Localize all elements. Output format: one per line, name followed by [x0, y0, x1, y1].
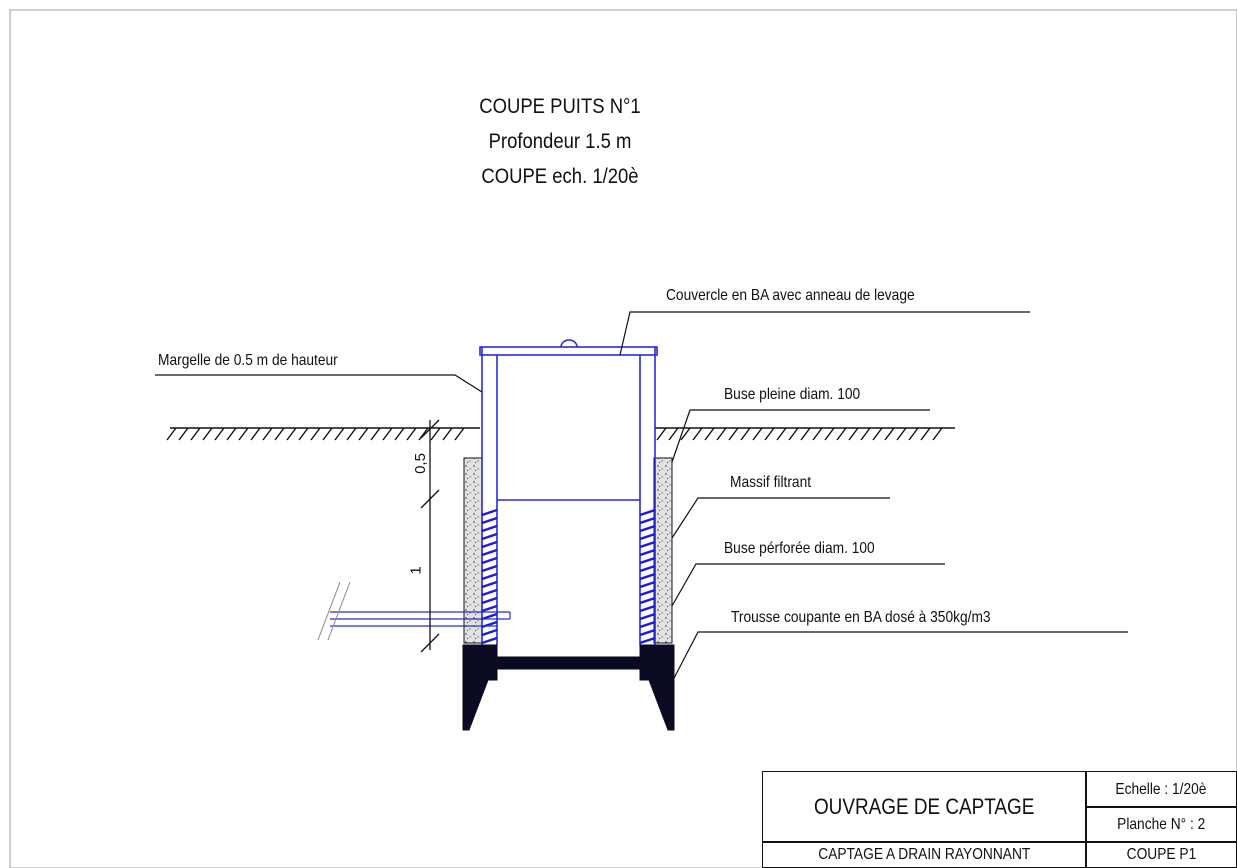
dimension-lower: 1 [407, 566, 425, 575]
ground-surface [166, 427, 955, 441]
label-cutting-shoe: Trousse coupante en BA dosé à 350kg/m3 [731, 609, 991, 626]
cutting-shoe [462, 644, 675, 731]
label-filter: Massif filtrant [730, 474, 812, 491]
filter-gravel-right [653, 457, 673, 644]
label-perforated-pipe: Buse pérforée diam. 100 [724, 540, 875, 557]
filter-gravel-left [463, 457, 483, 644]
label-margelle: Margelle de 0.5 m de hauteur [158, 352, 338, 369]
title-block-scale: Echelle : 1/20è [1085, 771, 1237, 808]
drain-break-lines [317, 581, 351, 641]
dimension-upper: 0,5 [411, 453, 429, 474]
scale-caption: COUPE ech. 1/20è [481, 165, 639, 188]
leader-lines [155, 311, 1128, 683]
radiating-drain [330, 611, 511, 627]
drawing-title: COUPE PUITS N°1 [479, 95, 641, 118]
title-block-sheet-number: Planche N° : 2 [1085, 806, 1237, 843]
label-solid-pipe: Buse pleine diam. 100 [724, 386, 861, 403]
dimension-line [420, 419, 440, 653]
title-block-project: OUVRAGE DE CAPTAGE [762, 771, 1087, 843]
title-block: OUVRAGE DE CAPTAGE Echelle : 1/20è Planc… [762, 771, 1237, 868]
well-walls [481, 347, 656, 645]
lid [479, 339, 658, 356]
sheet-frame [9, 9, 1237, 868]
title-block-subtitle: CAPTAGE A DRAIN RAYONNANT [762, 841, 1087, 868]
label-lid: Couvercle en BA avec anneau de levage [666, 287, 915, 304]
depth-caption: Profondeur 1.5 m [488, 130, 632, 153]
perforated-pipe-hatch [481, 508, 656, 645]
title-block-view: COUPE P1 [1085, 841, 1237, 868]
